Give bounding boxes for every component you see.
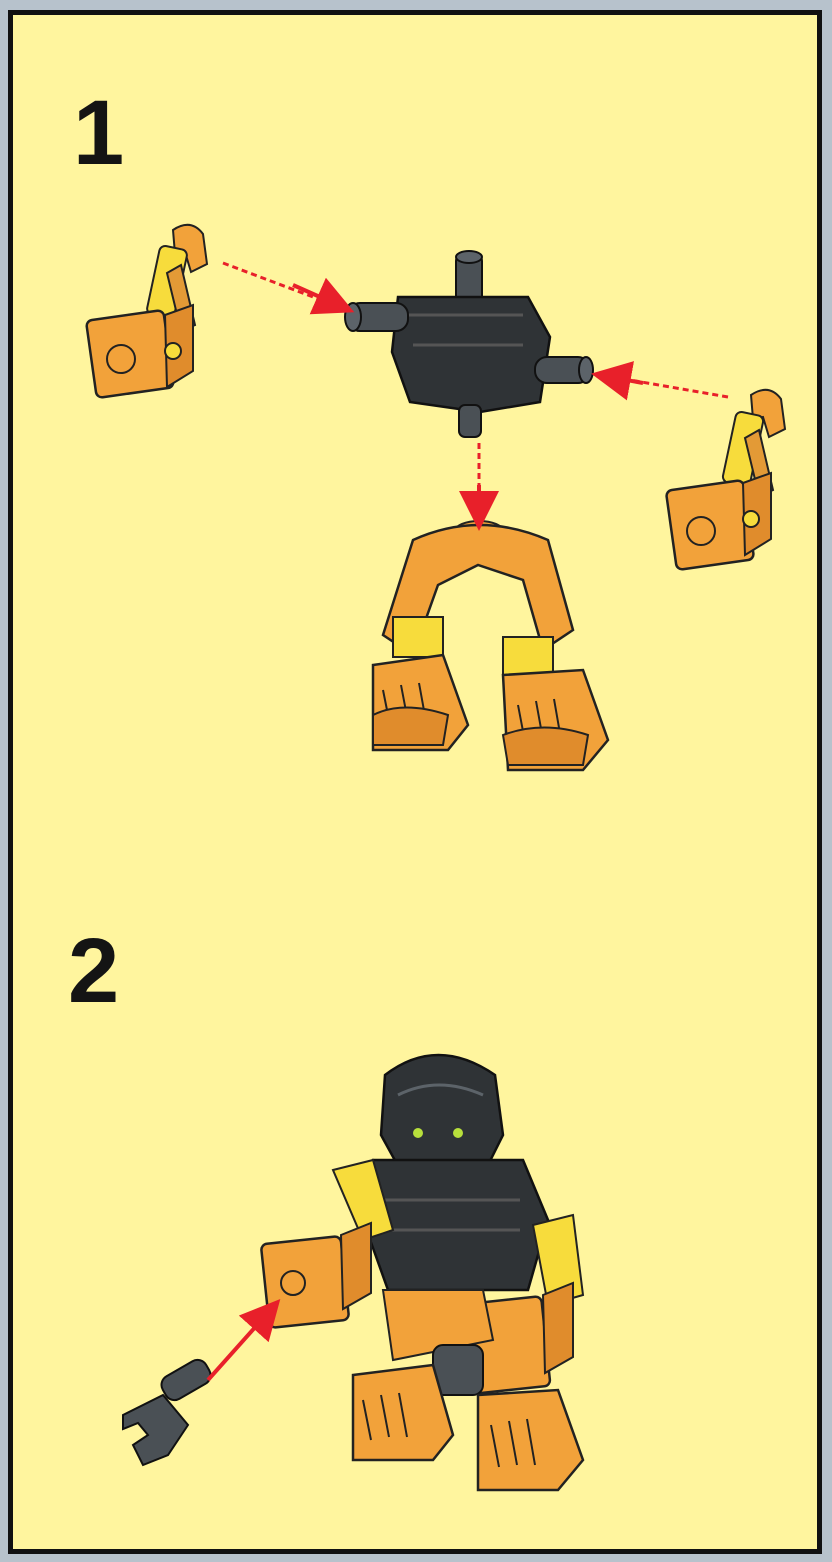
- instruction-panel: 1 2: [8, 10, 822, 1554]
- instruction-artwork: [13, 15, 817, 1549]
- claw-tool-piece: [123, 1356, 214, 1465]
- torso-piece: [345, 251, 593, 437]
- assembled-figure: [261, 1055, 583, 1490]
- step-2-arrow: [208, 1305, 275, 1380]
- legs-piece: [373, 521, 608, 770]
- right-arm-piece: [666, 390, 785, 570]
- left-arm-piece: [86, 225, 207, 398]
